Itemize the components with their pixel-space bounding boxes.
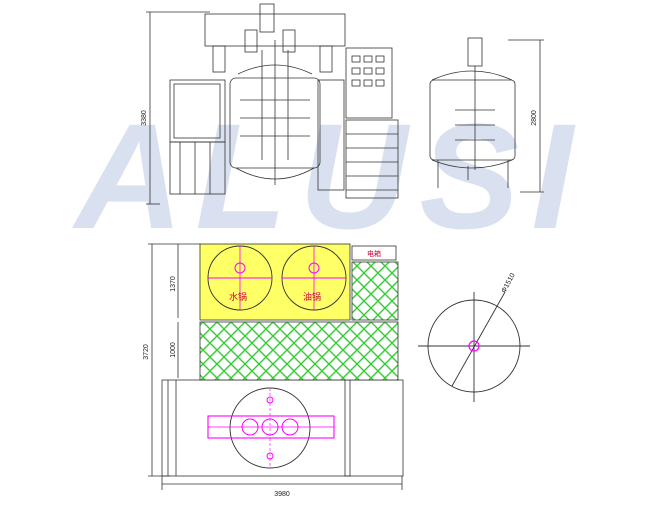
- oil-pot-label: 油锅: [303, 291, 321, 302]
- electric-box: [351, 245, 397, 261]
- plan-height-total-label: 3720: [143, 344, 150, 360]
- plan-width-label: 3980: [274, 491, 290, 498]
- front-height-label: 3380: [141, 110, 148, 126]
- main-vessel-plan: [207, 387, 335, 469]
- side-view: [429, 37, 544, 193]
- side-height-label: 2800: [531, 110, 538, 126]
- tank-plan: [418, 291, 530, 402]
- plan-dimension-lines: [148, 243, 404, 490]
- tank-diameter-label: Φ1510: [501, 272, 517, 294]
- watermark-text: ALUSI: [71, 92, 585, 260]
- platform-hatch-right: [351, 261, 399, 321]
- front-view: [146, 3, 399, 205]
- water-pot: [207, 245, 273, 311]
- plan-segment-top-label: 1370: [170, 276, 177, 292]
- plan-segment-mid-label: 1000: [170, 342, 177, 358]
- oil-pot: [281, 245, 347, 311]
- water-pot-label: 水锅: [229, 291, 247, 302]
- watermark-logo: ALUSI: [71, 92, 585, 260]
- plan-view: 水锅 油锅 电箱: [148, 243, 404, 490]
- platform-hatch-mid: [199, 321, 399, 381]
- electric-box-label: 电箱: [367, 249, 381, 258]
